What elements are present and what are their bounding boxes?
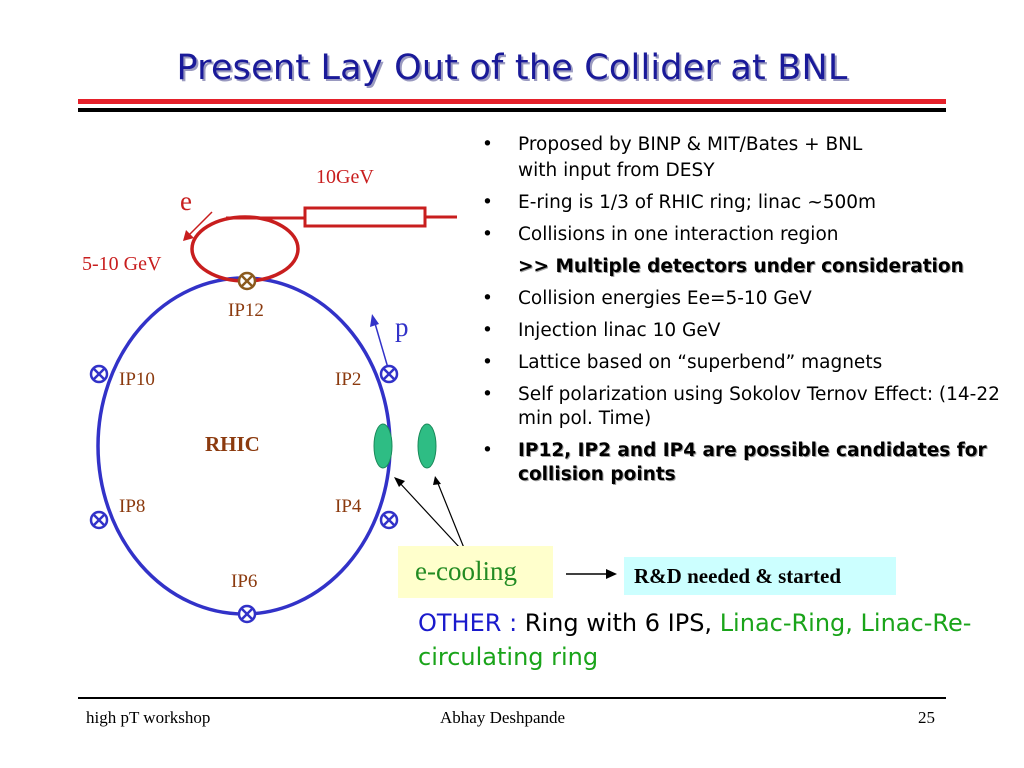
ip6-marker (237, 604, 257, 624)
rnd-label: R&D needed & started (634, 564, 842, 588)
label-5-10-gev: 5-10 GeV (82, 253, 162, 275)
label-ip4: IP4 (335, 496, 362, 517)
bullet-continuation: >> Multiple detectors under consideratio… (518, 256, 964, 277)
bullet-item: •Collision energies Ee=5-10 GeV (482, 288, 812, 309)
label-p: p (395, 312, 409, 342)
e-cooling-label: e-cooling (415, 556, 517, 586)
rnd-arrowhead (606, 569, 617, 579)
label-ip2: IP2 (335, 369, 361, 390)
ip12-marker (237, 271, 257, 291)
label-rhic: RHIC (205, 432, 260, 456)
slide-title: Present Lay Out of the Collider at BNL (176, 48, 848, 88)
label-ip8: IP8 (119, 496, 145, 517)
label-ip12: IP12 (228, 300, 264, 321)
e-cooling-box: e-cooling (398, 546, 553, 598)
bullet-item: •Proposed by BINP & MIT/Bates + BNL (482, 134, 863, 155)
footer-rule (78, 697, 946, 699)
electron-arrowhead (183, 230, 194, 241)
electron-ring (190, 215, 300, 283)
bullet-item: •Injection linac 10 GeV (482, 320, 721, 341)
bullet-list: •Proposed by BINP & MIT/Bates + BNL with… (480, 133, 1020, 495)
bullet-item: •E-ring is 1/3 of RHIC ring; linac ~500m (482, 192, 877, 213)
ip2-marker (379, 364, 399, 384)
bullet-item: •IP12, IP2 and IP4 are possible candidat… (482, 440, 987, 485)
bullet-item: •Self polarization using Sokolov Ternov … (482, 384, 1000, 429)
bullet-item: •Collisions in one interaction region (482, 224, 839, 245)
proton-arrow (373, 319, 389, 369)
title-underline-black (78, 108, 946, 112)
other-prefix: OTHER : (418, 609, 525, 637)
ip10-marker (89, 364, 109, 384)
electron-arrow (186, 211, 213, 238)
cooling-pointer-1 (397, 480, 461, 549)
footer-page-number: 25 (918, 708, 935, 727)
bullet-item: •Lattice based on “superbend” magnets (482, 352, 883, 373)
label-10gev: 10GeV (316, 166, 374, 188)
label-ip6: IP6 (231, 571, 257, 592)
cooling-pointer-2-head (433, 476, 441, 485)
other-linac: Linac-Ring, Linac-Re-circulating ring (418, 609, 972, 671)
proton-arrowhead (370, 314, 379, 327)
cooler-2 (417, 423, 437, 469)
other-ring: Ring with 6 IPS, (524, 609, 720, 637)
footer-left: high pT workshop (86, 708, 211, 727)
other-options: OTHER : Ring with 6 IPS, Linac-Ring, Lin… (418, 606, 978, 674)
linac (303, 206, 427, 228)
cooling-pointer-1-head (394, 477, 405, 487)
ip8-marker (89, 510, 109, 530)
label-e: e (180, 186, 192, 216)
cooler-1 (373, 423, 393, 469)
ip4-marker (379, 510, 399, 530)
label-ip10: IP10 (119, 369, 155, 390)
cooling-pointer-2 (436, 480, 465, 549)
rnd-box: R&D needed & started (624, 557, 896, 595)
bullet-continuation: with input from DESY (518, 160, 715, 181)
footer-center: Abhay Deshpande (440, 708, 566, 727)
title-underline-red (78, 99, 946, 104)
